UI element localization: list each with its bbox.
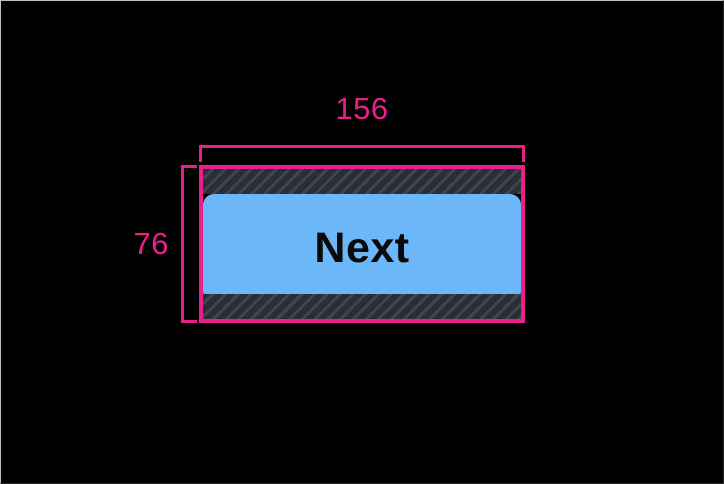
padding-band-top-hatch: [203, 169, 521, 194]
width-dimension-bracket-icon: [199, 145, 525, 162]
height-dimension-annotation: 76: [111, 165, 199, 323]
width-dimension-annotation: 156: [199, 89, 525, 167]
element-highlight-box: Next: [199, 165, 525, 323]
next-button[interactable]: Next: [203, 194, 521, 302]
height-dimension-label: 76: [133, 226, 169, 261]
width-dimension-label: 156: [335, 91, 389, 126]
next-button-label: Next: [314, 223, 410, 272]
height-dimension-bracket-icon: [181, 165, 197, 323]
padding-band-bottom-hatch: [203, 294, 521, 319]
